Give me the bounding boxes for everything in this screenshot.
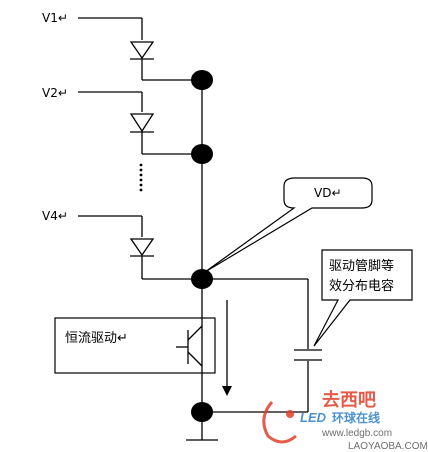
vd-callout: VD↵: [204, 177, 373, 273]
watermark-sub-2: LAOYAOBA.COM: [348, 441, 428, 452]
watermark-brand-1: 去西吧: [322, 389, 376, 411]
node-3: [191, 269, 213, 289]
watermark-swoosh-icon: [262, 401, 297, 444]
watermark-logo: 去西吧 LED 环球在线 www.ledgb.com LAOYAOBA.COM: [262, 389, 428, 452]
v4-diode: [129, 238, 155, 257]
v4-label: V4↵: [42, 209, 68, 223]
v2-diode: [129, 113, 155, 133]
node-4: [191, 402, 213, 422]
constant-current-label: 恒流驱动↵: [65, 331, 128, 346]
node-1: [191, 70, 213, 90]
current-arrow: [222, 300, 232, 396]
v1-label: V1↵: [42, 11, 68, 25]
v4-branch: [78, 215, 202, 280]
callout-line-2: 效分布电容: [329, 278, 394, 294]
watermark-brand-3: 环球在线: [332, 410, 380, 425]
capacitance-callout: 驱动管脚等 效分布电容: [313, 249, 413, 347]
v2-branch: [78, 91, 202, 155]
ellipsis-dots: [139, 163, 143, 192]
callout-line-1: 驱动管脚等: [329, 258, 394, 274]
v1-branch: [78, 17, 202, 81]
watermark-dot-icon: [286, 410, 294, 418]
capacitor-branch: [202, 278, 322, 413]
nodes: [191, 70, 213, 422]
v2-label: V2↵: [42, 86, 68, 100]
v1-diode: [129, 41, 155, 60]
watermark-sub-1: www.ledgb.com: [321, 428, 392, 439]
constant-current-block: 恒流驱动↵: [54, 317, 216, 374]
vd-label: VD↵: [314, 186, 342, 200]
watermark-brand-2: LED: [300, 410, 327, 425]
node-2: [191, 144, 213, 164]
